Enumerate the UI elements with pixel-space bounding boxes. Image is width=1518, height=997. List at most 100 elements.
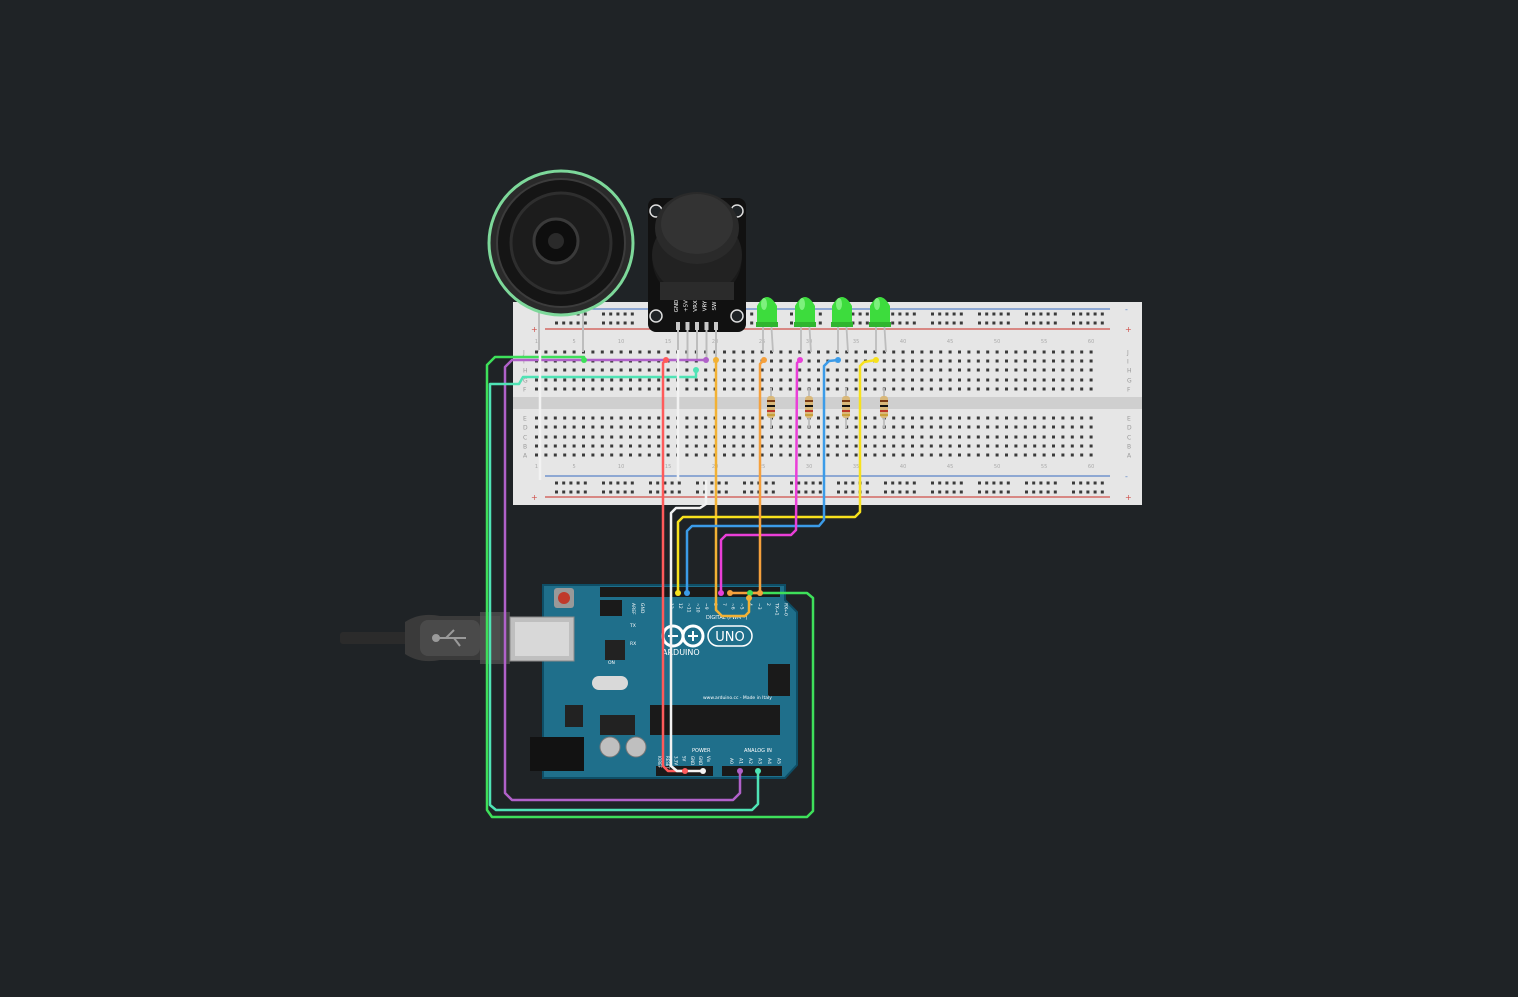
rail-hole[interactable] <box>818 490 822 494</box>
breadboard-hole[interactable] <box>751 359 755 363</box>
breadboard-hole[interactable] <box>958 350 961 354</box>
rail-hole[interactable] <box>743 490 746 494</box>
breadboard-hole[interactable] <box>553 453 557 457</box>
breadboard-hole[interactable] <box>723 387 726 391</box>
breadboard-hole[interactable] <box>741 350 745 354</box>
breadboard-hole[interactable] <box>967 425 971 429</box>
breadboard-hole[interactable] <box>591 453 595 457</box>
breadboard-hole[interactable] <box>995 425 999 429</box>
joystick-pin[interactable] <box>695 322 699 330</box>
breadboard-hole[interactable] <box>1052 378 1055 382</box>
breadboard-hole[interactable] <box>854 359 858 363</box>
breadboard-hole[interactable] <box>826 435 830 439</box>
breadboard-hole[interactable] <box>986 350 990 354</box>
breadboard-hole[interactable] <box>629 425 632 429</box>
breadboard-hole[interactable] <box>1005 359 1008 363</box>
breadboard-hole[interactable] <box>563 425 567 429</box>
breadboard-hole[interactable] <box>544 425 548 429</box>
wire-endpoint[interactable] <box>797 357 803 363</box>
breadboard-hole[interactable] <box>995 378 999 382</box>
breadboard-hole[interactable] <box>1033 425 1037 429</box>
breadboard-hole[interactable] <box>572 378 576 382</box>
breadboard-hole[interactable] <box>939 350 943 354</box>
breadboard-hole[interactable] <box>1033 453 1037 457</box>
breadboard-hole[interactable] <box>544 350 548 354</box>
breadboard-hole[interactable] <box>638 416 642 420</box>
rail-hole[interactable] <box>569 481 573 485</box>
rail-hole[interactable] <box>891 321 895 325</box>
breadboard-hole[interactable] <box>976 453 980 457</box>
breadboard-hole[interactable] <box>864 378 867 382</box>
breadboard-hole[interactable] <box>619 425 623 429</box>
breadboard-hole[interactable] <box>958 378 961 382</box>
rail-hole[interactable] <box>912 321 916 325</box>
breadboard-hole[interactable] <box>817 368 820 372</box>
breadboard-hole[interactable] <box>1014 387 1018 391</box>
breadboard-hole[interactable] <box>610 350 614 354</box>
rail-hole[interactable] <box>1053 490 1057 494</box>
breadboard-hole[interactable] <box>694 453 698 457</box>
rail-hole[interactable] <box>844 490 848 494</box>
wire-gold[interactable] <box>714 360 751 618</box>
rail-hole[interactable] <box>1006 481 1010 485</box>
breadboard-hole[interactable] <box>986 359 990 363</box>
breadboard-hole[interactable] <box>610 416 614 420</box>
breadboard-hole[interactable] <box>986 435 990 439</box>
breadboard-hole[interactable] <box>788 416 792 420</box>
breadboard-hole[interactable] <box>817 359 820 363</box>
breadboard-hole[interactable] <box>1023 416 1027 420</box>
rail-hole[interactable] <box>724 490 728 494</box>
breadboard-hole[interactable] <box>807 378 811 382</box>
breadboard-hole[interactable] <box>901 387 905 391</box>
breadboard-hole[interactable] <box>553 435 557 439</box>
rail-hole[interactable] <box>1093 312 1097 316</box>
rail-hole[interactable] <box>1032 481 1036 485</box>
breadboard-hole[interactable] <box>582 368 585 372</box>
breadboard-hole[interactable] <box>666 453 670 457</box>
breadboard-hole[interactable] <box>553 444 557 448</box>
rail-hole[interactable] <box>905 321 909 325</box>
breadboard-hole[interactable] <box>901 444 905 448</box>
breadboard-hole[interactable] <box>741 416 745 420</box>
rail-hole[interactable] <box>562 321 566 325</box>
breadboard-hole[interactable] <box>854 378 858 382</box>
rail-hole[interactable] <box>790 490 793 494</box>
breadboard-hole[interactable] <box>958 359 961 363</box>
breadboard-hole[interactable] <box>591 444 595 448</box>
rail-hole[interactable] <box>992 490 996 494</box>
rail-hole[interactable] <box>898 481 902 485</box>
breadboard-hole[interactable] <box>1023 378 1027 382</box>
breadboard-hole[interactable] <box>1061 350 1065 354</box>
rail-hole[interactable] <box>945 490 949 494</box>
breadboard-hole[interactable] <box>619 368 623 372</box>
breadboard-hole[interactable] <box>666 378 670 382</box>
rail-hole[interactable] <box>743 481 746 485</box>
breadboard-hole[interactable] <box>920 425 924 429</box>
rail-hole[interactable] <box>978 321 981 325</box>
wire-endpoint[interactable] <box>693 367 699 373</box>
breadboard-hole[interactable] <box>911 350 914 354</box>
rail-hole[interactable] <box>1025 312 1028 316</box>
breadboard-hole[interactable] <box>657 387 661 391</box>
rail-hole[interactable] <box>912 481 916 485</box>
breadboard-hole[interactable] <box>572 425 576 429</box>
rail-hole[interactable] <box>555 321 558 325</box>
breadboard-hole[interactable] <box>600 416 604 420</box>
breadboard-hole[interactable] <box>544 435 548 439</box>
breadboard-hole[interactable] <box>553 387 557 391</box>
breadboard-hole[interactable] <box>544 444 548 448</box>
breadboard-hole[interactable] <box>610 387 614 391</box>
rail-hole[interactable] <box>1046 312 1050 316</box>
breadboard-hole[interactable] <box>817 444 820 448</box>
rail-hole[interactable] <box>750 312 754 316</box>
resistor-group[interactable] <box>767 388 888 428</box>
breadboard-hole[interactable] <box>657 416 661 420</box>
breadboard-hole[interactable] <box>882 444 886 448</box>
rail-hole[interactable] <box>602 490 605 494</box>
breadboard-hole[interactable] <box>1070 350 1074 354</box>
rail-hole[interactable] <box>945 312 949 316</box>
wire-endpoint[interactable] <box>713 357 719 363</box>
breadboard-hole[interactable] <box>638 387 642 391</box>
breadboard-hole[interactable] <box>723 368 726 372</box>
rail-hole[interactable] <box>663 490 667 494</box>
